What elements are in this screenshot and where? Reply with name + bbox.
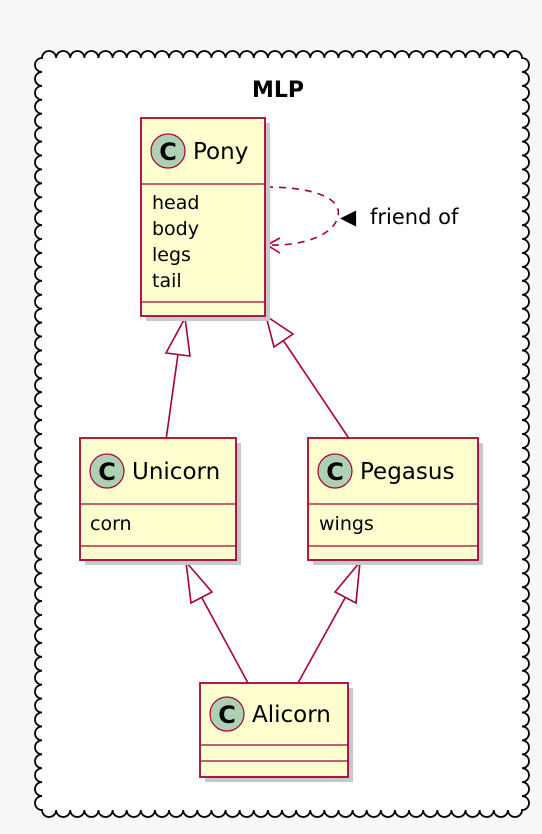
class-stereotype-circle-icon	[317, 453, 353, 489]
package-name: MLP	[252, 78, 304, 103]
edge-alicorn-pegasus	[297, 597, 346, 684]
class-name: Unicorn	[132, 459, 220, 485]
class-box	[307, 437, 479, 561]
class-stereotype-letter: C	[159, 138, 177, 166]
class-stereotype-circle-icon	[209, 696, 245, 732]
class-attribute: corn	[90, 513, 132, 535]
class-stereotype-letter: C	[218, 701, 236, 729]
dependency-direction-marker: ◀	[340, 205, 357, 229]
edge-alicorn-unicorn	[201, 597, 249, 684]
dependency-label: friend of	[370, 205, 459, 229]
class-attribute: wings	[319, 513, 374, 535]
class-unicorn: C Unicorn corn	[79, 437, 241, 565]
edge-pony-self-dependency	[265, 186, 340, 246]
class-pegasus: C Pegasus wings	[307, 437, 483, 565]
class-stereotype-letter: C	[326, 458, 344, 486]
inheritance-arrowhead-unicorn-pony	[164, 315, 191, 357]
relations-layer: ◀ friend of	[164, 186, 459, 684]
class-alicorn: C Alicorn	[199, 682, 353, 782]
class-pony: C Pony head body legs tail	[140, 117, 270, 321]
inheritance-arrowhead-alicorn-pegasus	[333, 559, 362, 605]
inheritance-arrowhead-pegasus-pony	[264, 314, 295, 349]
class-stereotype-circle-icon	[89, 453, 125, 489]
class-name: Pegasus	[360, 459, 454, 485]
inheritance-arrowhead-alicorn-unicorn	[184, 559, 214, 605]
class-attribute: head	[152, 192, 199, 214]
class-attribute: tail	[152, 270, 182, 292]
class-attribute: body	[152, 218, 199, 240]
class-attribute: legs	[152, 244, 191, 266]
class-name: Pony	[193, 139, 248, 165]
edge-pegasus-pony	[282, 339, 351, 441]
class-stereotype-circle-icon	[150, 133, 186, 169]
edge-unicorn-pony	[165, 353, 179, 441]
class-stereotype-letter: C	[98, 458, 116, 486]
class-name: Alicorn	[252, 702, 331, 728]
